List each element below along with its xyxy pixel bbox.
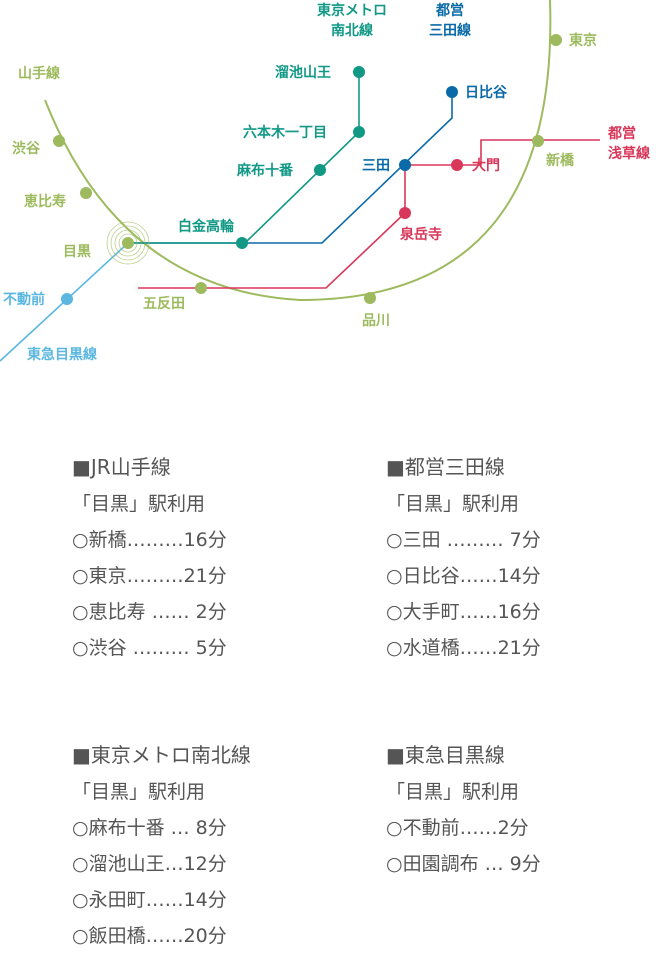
line-label-mita-2: 三田線: [429, 22, 471, 39]
access-subtitle: 「目黒」駅利用: [72, 781, 206, 803]
station-dot-gotanda: [195, 282, 207, 294]
access-row: ○東京………21分: [72, 565, 227, 587]
station-label-shinbashi: 新橋: [546, 152, 575, 169]
access-title: ■都営三田線: [386, 455, 505, 479]
access-subtitle: 「目黒」駅利用: [386, 781, 520, 803]
meguro-highlight: [106, 221, 150, 265]
line-label-nanboku-1: 東京メトロ: [317, 2, 387, 19]
yamanote-line: [44, 0, 552, 302]
access-row: ○水道橋……21分: [386, 637, 541, 659]
station-label-azabujuban: 麻布十番: [236, 162, 294, 179]
station-dot-shinbashi: [532, 135, 544, 147]
station-label-sengakuji: 泉岳寺: [400, 226, 442, 243]
access-title: ■東急目黒線: [386, 743, 505, 767]
access-row: ○新橋………16分: [72, 529, 227, 551]
nanboku-line: [128, 72, 360, 244]
line-label-nanboku-2: 南北線: [331, 22, 373, 39]
station-dot-tameike: [353, 66, 365, 78]
station-dot-mita: [399, 159, 411, 171]
access-mita: ■都営三田線 「目黒」駅利用 ○三田 ……… 7分 ○日比谷……14分 ○大手町…: [386, 455, 541, 672]
access-subtitle: 「目黒」駅利用: [386, 493, 520, 515]
station-label-tameike: 溜池山王: [275, 64, 331, 81]
access-row: ○三田 ……… 7分: [386, 529, 541, 551]
route-map: 山手線 東京メトロ 南北線 都営 三田線 都営 浅草線 東急目黒線 東京 渋谷 …: [0, 0, 650, 363]
station-dot-ebisu: [80, 187, 92, 199]
station-label-shibuya: 渋谷: [12, 140, 41, 157]
access-nanboku: ■東京メトロ南北線 「目黒」駅利用 ○麻布十番 … 8分 ○溜池山王…12分 ○…: [72, 743, 251, 960]
station-dot-sengakuji: [399, 207, 411, 219]
station-label-daimon: 大門: [472, 157, 500, 174]
station-label-ebisu: 恵比寿: [24, 193, 66, 210]
line-label-toyoko: 東急目黒線: [27, 346, 97, 363]
station-dot-hibiya: [446, 86, 458, 98]
access-toyoko: ■東急目黒線 「目黒」駅利用 ○不動前……2分 ○田園調布 … 9分: [386, 743, 541, 888]
station-label-tokyo: 東京: [569, 32, 597, 49]
access-title: ■東京メトロ南北線: [72, 743, 251, 767]
line-label-yamanote: 山手線: [18, 65, 60, 82]
access-row: ○永田町……14分: [72, 889, 227, 911]
access-row: ○恵比寿 …… 2分: [72, 601, 227, 623]
access-row: ○不動前……2分: [386, 817, 529, 839]
access-row: ○日比谷……14分: [386, 565, 541, 587]
access-row: ○溜池山王…12分: [72, 853, 227, 875]
access-title: ■JR山手線: [72, 455, 171, 479]
station-dot-fudomae: [61, 293, 73, 305]
access-row: ○麻布十番 … 8分: [72, 817, 227, 839]
station-label-fudomae: 不動前: [3, 291, 45, 308]
station-dot-shibuya: [53, 135, 65, 147]
line-label-asakusa-2: 浅草線: [608, 145, 650, 162]
station-label-gotanda: 五反田: [143, 295, 185, 312]
station-dot-roppongi: [353, 126, 365, 138]
station-dot-shinagawa: [364, 292, 376, 304]
access-row: ○渋谷 ……… 5分: [72, 637, 227, 659]
access-row: ○飯田橋……20分: [72, 925, 227, 947]
station-label-shinagawa: 品川: [362, 313, 390, 329]
access-row: ○大手町……16分: [386, 601, 541, 623]
access-subtitle: 「目黒」駅利用: [72, 493, 206, 515]
access-row: ○田園調布 … 9分: [386, 853, 541, 875]
station-dot-tokyo: [550, 34, 562, 46]
station-label-mita: 三田: [362, 158, 390, 174]
station-dot-azabujuban: [314, 164, 326, 176]
station-label-roppongi: 六本木一丁目: [243, 124, 327, 141]
station-label-shirokanetakanawa: 白金高輪: [178, 218, 235, 235]
station-dot-meguro: [122, 237, 134, 249]
station-dot-daimon: [451, 159, 463, 171]
station-dot-shirokanetakanawa: [236, 237, 248, 249]
line-label-mita-1: 都営: [435, 2, 464, 19]
station-label-hibiya: 日比谷: [465, 84, 508, 101]
line-label-asakusa-1: 都営: [607, 125, 636, 142]
station-label-meguro: 目黒: [63, 244, 91, 260]
access-yamanote: ■JR山手線 「目黒」駅利用 ○新橋………16分 ○東京………21分 ○恵比寿 …: [72, 455, 227, 672]
